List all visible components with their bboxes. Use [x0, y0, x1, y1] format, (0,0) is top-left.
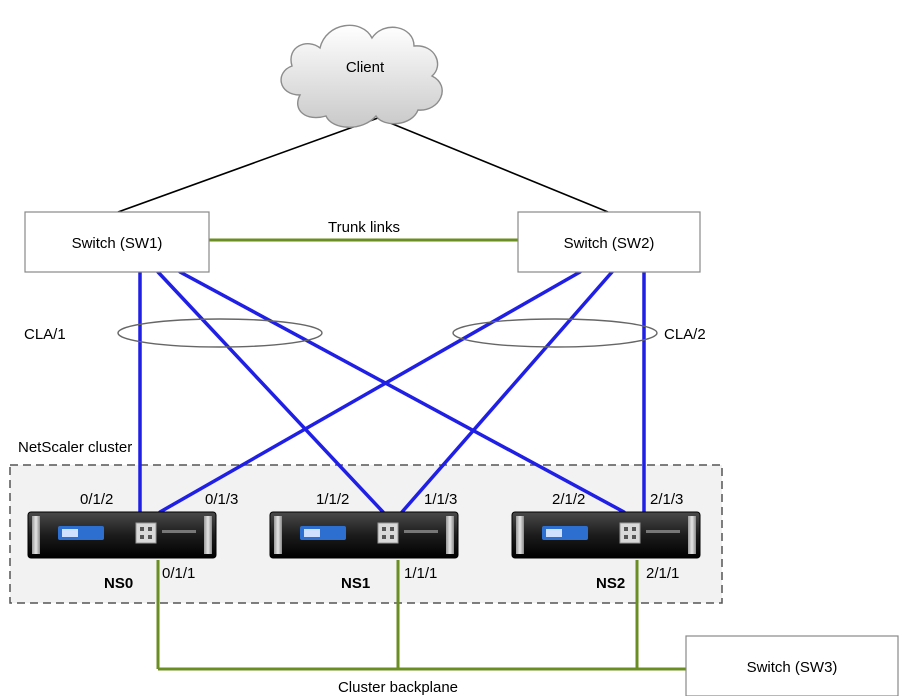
client-to-sw2-link: [377, 117, 609, 213]
ns0-port-backplane: 0/1/1: [162, 565, 195, 582]
netscaler-node-ns0: [27, 511, 217, 559]
client-label: Client: [346, 59, 385, 76]
netscaler-cluster-label: NetScaler cluster: [18, 439, 132, 456]
client-links: [117, 117, 609, 213]
trunk-links-label: Trunk links: [328, 219, 400, 236]
cloud-icon: [280, 24, 443, 128]
backplane-links: [156, 560, 686, 671]
netscaler-node-ns2: [511, 511, 701, 559]
ns1-name: NS1: [341, 575, 370, 592]
ns0-port-left: 0/1/2: [80, 491, 113, 508]
sw1-to-ns2-link: [178, 270, 626, 514]
cluster-backplane-label: Cluster backplane: [338, 679, 458, 696]
cla-links: [138, 270, 646, 514]
ns1-port-backplane: 1/1/1: [404, 565, 437, 582]
switch-sw2: Switch (SW2): [517, 211, 701, 273]
ns2-name: NS2: [596, 575, 625, 592]
netscaler-node-ns1: [269, 511, 459, 559]
ns1-port-left: 1/1/2: [316, 491, 349, 508]
cla2-label: CLA/2: [664, 326, 706, 343]
sw2-to-ns0-link: [158, 270, 582, 514]
cla1-ellipse: [117, 318, 323, 348]
cla2-ellipse: [452, 318, 658, 348]
cla1-label: CLA/1: [24, 326, 66, 343]
sw2-to-ns1-link: [400, 270, 614, 514]
ns1-port-right: 1/1/3: [424, 491, 457, 508]
ns0-port-right: 0/1/3: [205, 491, 238, 508]
client-to-sw1-link: [117, 117, 379, 213]
ns2-port-left: 2/1/2: [552, 491, 585, 508]
switch-sw3-label: Switch (SW3): [747, 659, 838, 676]
client-cloud: Client: [280, 24, 443, 128]
switch-sw1-label: Switch (SW1): [72, 235, 163, 252]
ns2-port-right: 2/1/3: [650, 491, 683, 508]
ns0-name: NS0: [104, 575, 133, 592]
switch-sw1: Switch (SW1): [24, 211, 210, 273]
switch-sw2-label: Switch (SW2): [564, 235, 655, 252]
ns2-port-backplane: 2/1/1: [646, 565, 679, 582]
sw1-to-ns1-link: [156, 270, 385, 514]
switch-sw3: Switch (SW3): [685, 635, 899, 696]
